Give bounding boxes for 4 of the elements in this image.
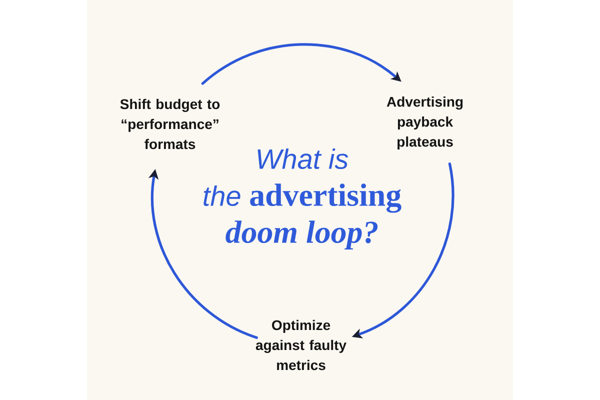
step-label: Advertising payback plateaus	[386, 96, 463, 150]
heading: What is the advertising doom loop?	[204, 148, 402, 250]
step-label: Shift budget to “performance” formats	[120, 98, 220, 150]
step-label: Optimize against faulty metrics	[256, 320, 346, 370]
